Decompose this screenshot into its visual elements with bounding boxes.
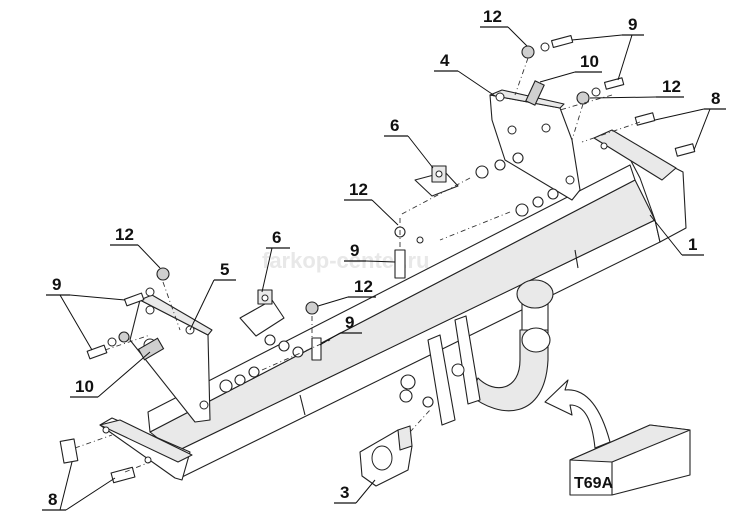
callout-8: 8 <box>48 490 57 509</box>
callout-labels: 12 9 10 4 12 8 6 12 9 <box>42 7 726 511</box>
callout-4: 4 <box>440 51 450 70</box>
callout-8: 8 <box>711 89 720 108</box>
callout-9: 9 <box>350 241 359 260</box>
kit-box-label: T69A <box>574 475 614 492</box>
left-bracket-part-5 <box>129 294 213 423</box>
callout-12: 12 <box>349 180 368 199</box>
right-bracket-part-4 <box>489 80 581 201</box>
callout-6: 6 <box>272 228 281 247</box>
callout-12: 12 <box>354 277 373 296</box>
tow-ball-assembly <box>399 279 554 426</box>
callout-9: 9 <box>345 313 354 332</box>
callout-10: 10 <box>75 377 94 396</box>
right-bracket-bolts <box>475 34 696 217</box>
callout-12: 12 <box>662 77 681 96</box>
callout-3: 3 <box>340 483 349 502</box>
callout-5: 5 <box>220 260 229 279</box>
callout-9: 9 <box>628 15 637 34</box>
spacer-part-6-lower <box>239 289 322 361</box>
left-bracket-bolts <box>59 267 260 484</box>
callout-12: 12 <box>115 225 134 244</box>
callout-12: 12 <box>483 7 502 26</box>
callout-10: 10 <box>580 52 599 71</box>
socket-plate-part-3 <box>359 425 413 487</box>
callout-9: 9 <box>52 275 61 294</box>
callout-6: 6 <box>390 116 399 135</box>
callout-1: 1 <box>688 235 697 254</box>
assembly-lines <box>74 57 641 473</box>
curved-arrow-icon <box>544 379 611 449</box>
kit-box: T69A <box>569 424 691 496</box>
crossbeam-part-1 <box>99 129 687 481</box>
